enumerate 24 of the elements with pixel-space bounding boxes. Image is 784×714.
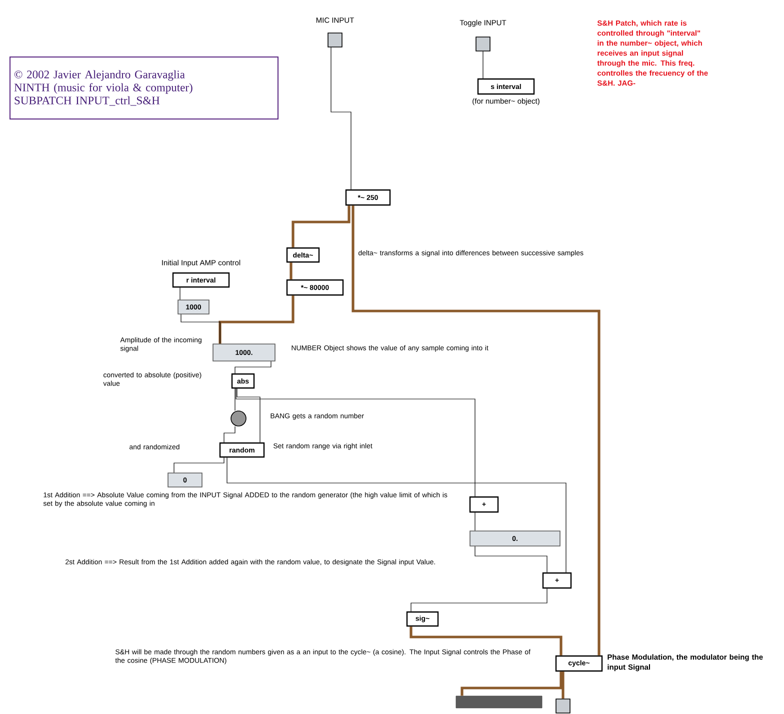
- patch-cord: [410, 626, 562, 656]
- patch-inlet: [556, 698, 570, 714]
- level-meter: [456, 696, 542, 708]
- patch-cord: [410, 588, 548, 612]
- patch-cord: [482, 51, 484, 79]
- patch-cord: [236, 388, 260, 443]
- patch-cord: [460, 672, 562, 696]
- patch-cord: [236, 388, 476, 497]
- patch-cord: [224, 426, 236, 443]
- patch-cord: [474, 512, 476, 531]
- patch-cord: [174, 457, 224, 473]
- patch-cord: [474, 546, 548, 573]
- patch-cord: [226, 457, 566, 573]
- patch-cord: [180, 314, 220, 344]
- patch-cord: [234, 361, 272, 374]
- patch-cord: [330, 47, 352, 190]
- credit-box: © 2002 Javier Alejandro Garavaglia NINTH (music for viola & computer) SUBPATCH INPUT_ctrl_S&H: [10, 56, 278, 120]
- patch-cord: [290, 262, 292, 280]
- patch-cord: [234, 388, 236, 411]
- patch-cord: [562, 672, 564, 699]
- patch-cord: [218, 296, 294, 344]
- patch-cord: [292, 206, 350, 248]
- bang-button: [230, 410, 246, 426]
- patch-cord: [352, 206, 600, 656]
